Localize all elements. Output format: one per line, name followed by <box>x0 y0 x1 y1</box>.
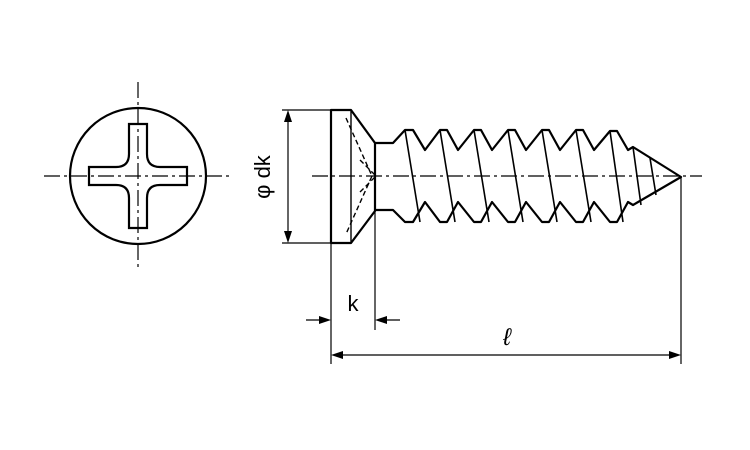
dimension-length <box>330 177 682 364</box>
dimension-head-height <box>306 211 400 330</box>
arrowhead-k-left <box>319 316 331 324</box>
head-diameter-label: φ dk <box>250 154 275 199</box>
head-recess-hidden <box>345 117 377 235</box>
head-height-label: k <box>348 291 360 316</box>
dimension-head-diameter <box>282 109 331 244</box>
arrowhead-length-left <box>331 351 343 359</box>
arrowhead-k-right <box>375 316 387 324</box>
end-view-centerlines <box>44 82 232 270</box>
length-label: ℓ <box>502 324 512 351</box>
phillips-cross-recess <box>87 122 189 230</box>
arrowhead-dk-top <box>284 110 292 122</box>
arrowhead-dk-bottom <box>284 231 292 243</box>
arrowhead-length-right <box>669 351 681 359</box>
